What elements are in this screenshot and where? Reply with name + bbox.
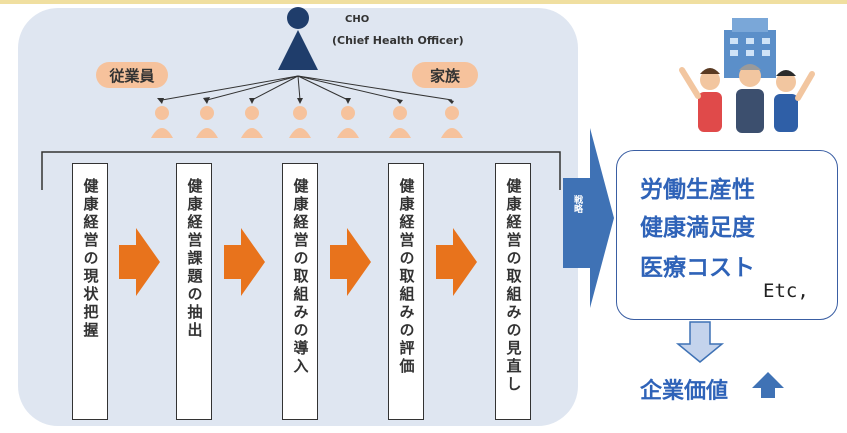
result-label-medical-cost: 医療コスト xyxy=(640,255,755,281)
step-box-4: 健康経営の取組みの評価 xyxy=(388,163,424,420)
down-arrow-to-value xyxy=(675,321,725,363)
connector-label: 戦略 xyxy=(572,195,582,213)
employees-label: 従業員 xyxy=(96,62,168,88)
etc-label: Etc, xyxy=(763,280,809,302)
top-border-line xyxy=(0,0,847,4)
business-people-icon xyxy=(679,64,815,133)
step-box-2: 健康経営課題の抽出 xyxy=(176,163,212,420)
results-box xyxy=(616,150,838,320)
value-up-arrow-icon xyxy=(752,372,784,398)
staff-person-icons xyxy=(151,106,463,138)
arrow-heads xyxy=(157,97,454,104)
result-label-productivity: 労働生産性 xyxy=(640,177,755,203)
cho-person-icon xyxy=(278,7,318,70)
step-label: 健康経営課題の抽出 xyxy=(185,178,204,340)
strategy-connector-arrow xyxy=(563,128,614,308)
step-label: 健康経営の取組みの見直し xyxy=(504,178,523,394)
cho-to-staff-arrows xyxy=(161,75,453,101)
step-box-1: 健康経営の現状把握 xyxy=(72,163,108,420)
cho-subtitle: (Chief Health Officer) xyxy=(332,34,464,47)
result-label-satisfaction: 健康満足度 xyxy=(640,215,755,241)
step-box-5: 健康経営の取組みの見直し xyxy=(495,163,531,420)
step-label: 健康経営の取組みの評価 xyxy=(397,178,416,376)
group-bracket xyxy=(41,151,561,190)
step-box-3: 健康経営の取組みの導入 xyxy=(282,163,318,420)
enterprise-value-label: 企業価値 xyxy=(640,379,729,404)
family-label: 家族 xyxy=(412,62,478,88)
step-label: 健康経営の現状把握 xyxy=(81,178,100,340)
cho-label: CHO xyxy=(345,14,370,25)
step-arrows xyxy=(119,228,477,296)
step-label: 健康経営の取組みの導入 xyxy=(291,178,310,376)
